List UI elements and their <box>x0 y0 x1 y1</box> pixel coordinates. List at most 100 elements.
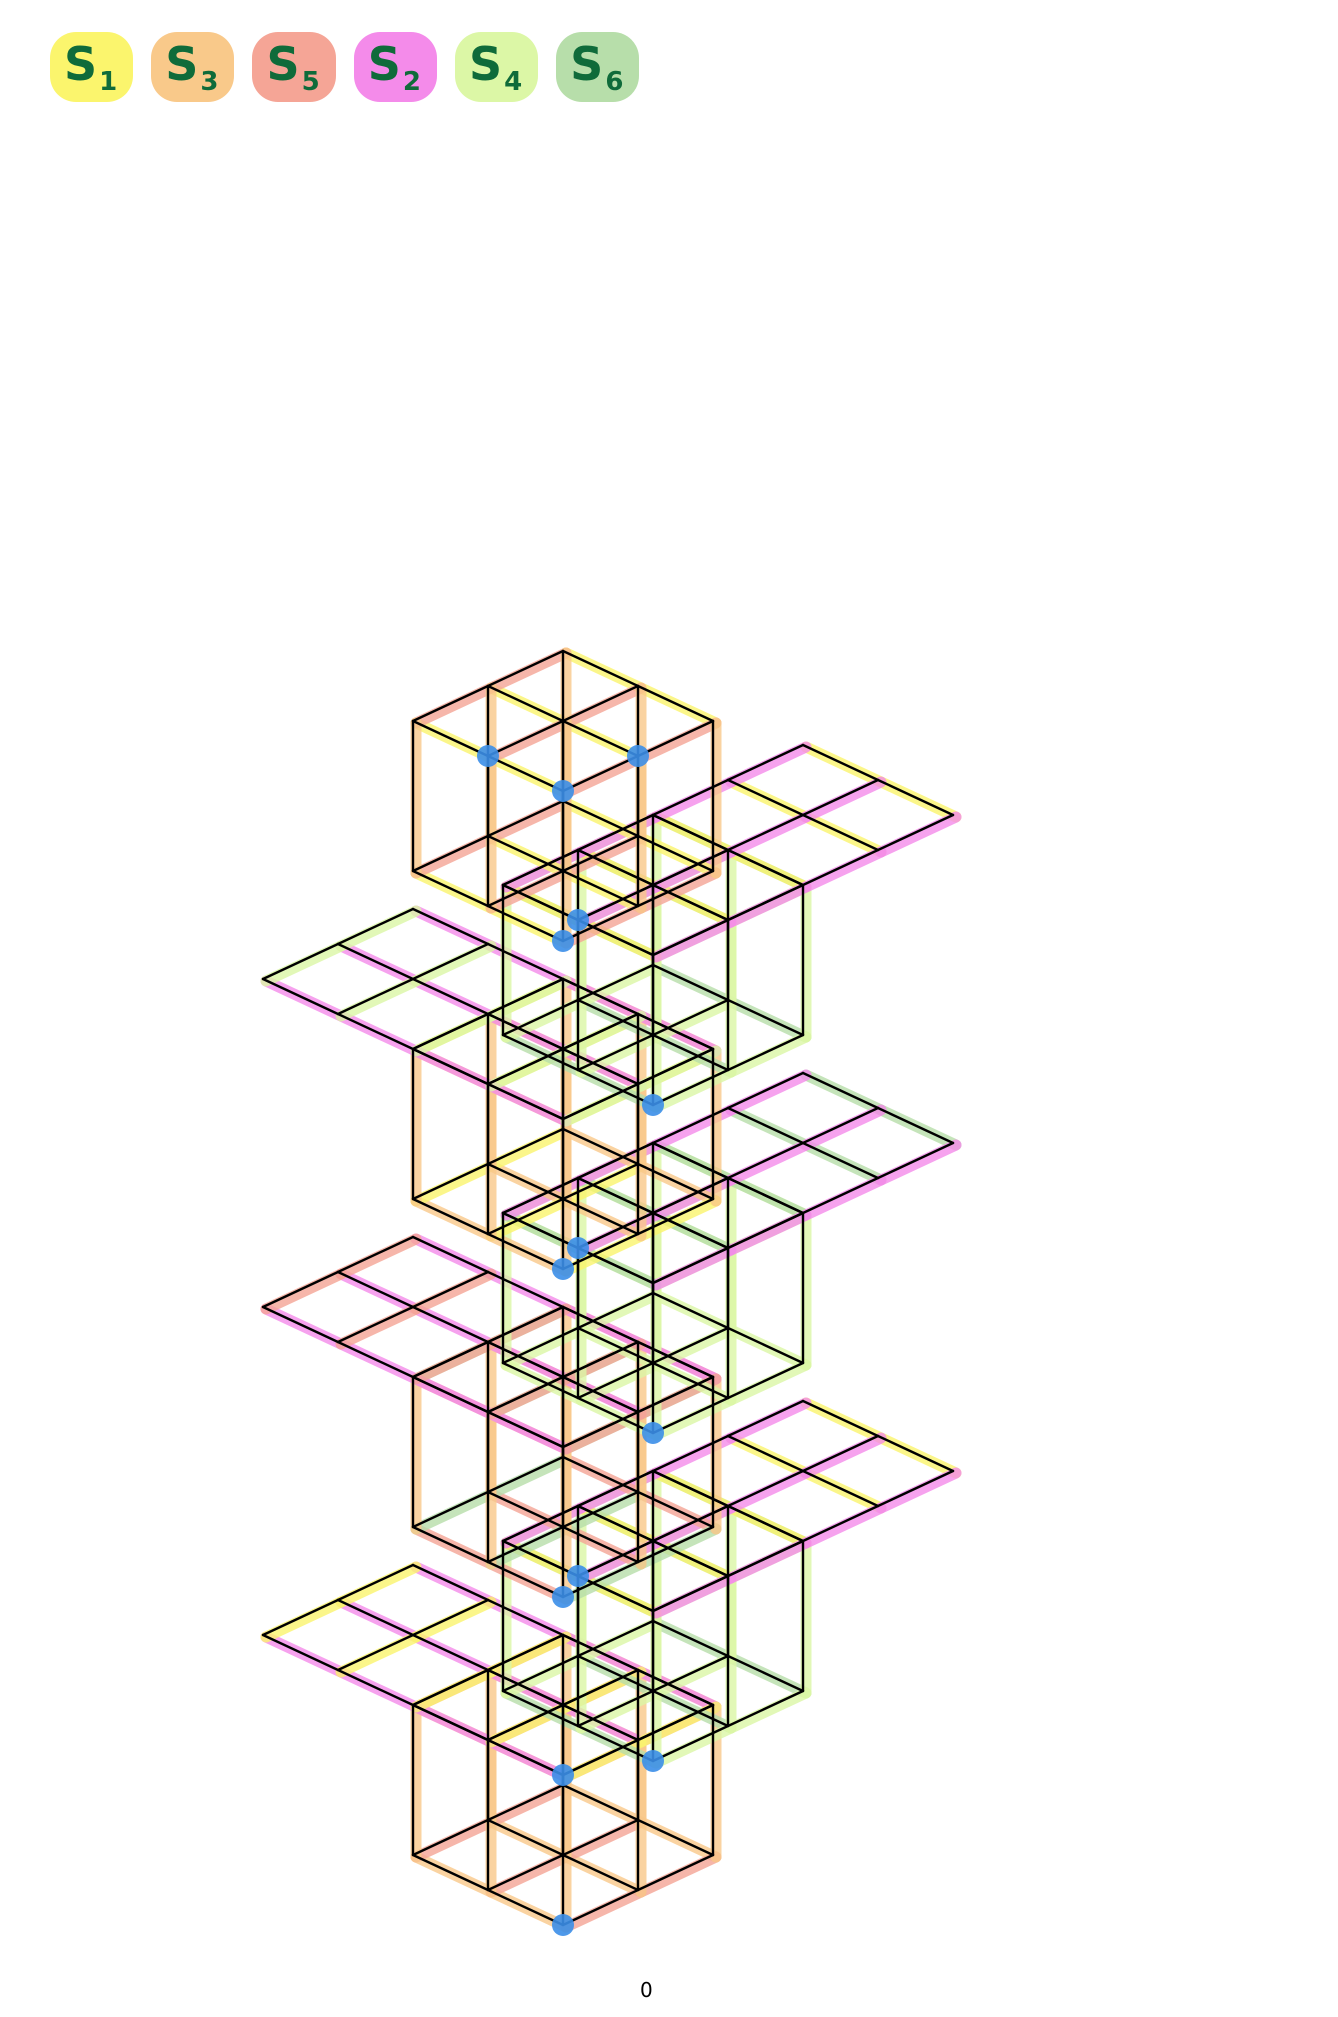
edge <box>651 1689 730 1728</box>
edge <box>726 1141 805 1180</box>
edge <box>801 1469 880 1508</box>
edge <box>651 1724 730 1763</box>
edge <box>561 1047 640 1086</box>
edge <box>726 813 805 852</box>
edge <box>651 883 730 922</box>
edge <box>636 684 715 723</box>
edge <box>636 1668 715 1707</box>
edge <box>576 1361 655 1400</box>
edge <box>651 848 730 887</box>
edge <box>486 1560 565 1599</box>
edge <box>576 813 655 852</box>
edge <box>411 1818 490 1857</box>
edge <box>876 813 955 852</box>
edge <box>501 1689 580 1728</box>
edge <box>486 942 565 981</box>
edge <box>651 1176 730 1215</box>
edge <box>636 1012 715 1051</box>
edge <box>261 977 340 1016</box>
vertex <box>642 1094 664 1116</box>
edge <box>486 1232 565 1271</box>
edge <box>411 907 490 946</box>
edge <box>336 1598 415 1637</box>
edge <box>486 1598 565 1637</box>
edge <box>336 1563 415 1602</box>
edge-highlight <box>560 1886 647 1933</box>
edge <box>486 1853 565 1892</box>
edge <box>411 1490 490 1529</box>
edge-highlight <box>635 1851 722 1898</box>
edge <box>561 1560 640 1599</box>
edge-highlight <box>575 961 662 1008</box>
edge <box>561 1783 640 1822</box>
edge <box>726 743 805 782</box>
edge <box>576 1291 655 1330</box>
edge <box>636 1197 715 1236</box>
edge <box>801 1141 880 1180</box>
legend-chip-s6: S6 <box>556 32 640 102</box>
edge <box>801 1106 880 1145</box>
edge <box>651 963 730 1002</box>
edge <box>801 1071 880 1110</box>
edge-highlight <box>485 797 572 844</box>
edge <box>801 743 880 782</box>
edge <box>576 963 655 1002</box>
edge <box>486 1668 565 1707</box>
edge-highlight <box>725 1069 812 1116</box>
edge <box>726 1361 805 1400</box>
edge <box>651 1291 730 1330</box>
edge <box>411 1340 490 1379</box>
edge-highlight <box>485 1125 572 1172</box>
edge <box>336 977 415 1016</box>
edge <box>576 1724 655 1763</box>
edge <box>261 1305 340 1344</box>
edge <box>561 1888 640 1927</box>
edge <box>651 1396 730 1435</box>
legend-chip-s3: S3 <box>151 32 235 102</box>
edge-highlight <box>335 1561 422 1608</box>
edge <box>576 883 655 922</box>
edge-highlight <box>335 905 422 952</box>
edge-highlight <box>800 776 887 823</box>
edge <box>576 1469 655 1508</box>
vertex <box>642 1750 664 1772</box>
edge <box>636 1162 715 1201</box>
edge <box>561 1455 640 1494</box>
edge <box>726 1033 805 1072</box>
edge <box>651 1619 730 1658</box>
edge <box>576 1574 655 1613</box>
edge <box>486 754 565 793</box>
edge <box>486 799 565 838</box>
edge <box>561 1197 640 1236</box>
edge <box>726 883 805 922</box>
edge-highlight <box>875 1467 962 1514</box>
edge <box>561 834 640 873</box>
edge <box>576 1539 655 1578</box>
edge <box>726 1504 805 1543</box>
edge-highlight <box>335 1631 422 1678</box>
edge <box>411 1375 490 1414</box>
edge <box>261 1598 340 1637</box>
edge <box>576 1141 655 1180</box>
edge <box>411 1305 490 1344</box>
edge <box>336 1235 415 1274</box>
edge <box>336 1668 415 1707</box>
edge-highlight <box>725 1687 812 1734</box>
edges <box>261 649 955 1927</box>
vertex <box>627 745 649 767</box>
edge <box>486 1162 565 1201</box>
edge <box>636 869 715 908</box>
edge <box>561 1340 640 1379</box>
edge <box>561 719 640 758</box>
edge <box>486 1082 565 1121</box>
edge <box>501 848 580 887</box>
edge <box>486 869 565 908</box>
edge <box>501 1361 580 1400</box>
vertex <box>567 1565 589 1587</box>
edge-highlight <box>500 1324 587 1371</box>
edge-highlight <box>650 1066 737 1113</box>
edge <box>501 1211 580 1250</box>
edge <box>561 1410 640 1449</box>
edge-highlight <box>500 996 587 1043</box>
edge <box>876 1434 955 1473</box>
